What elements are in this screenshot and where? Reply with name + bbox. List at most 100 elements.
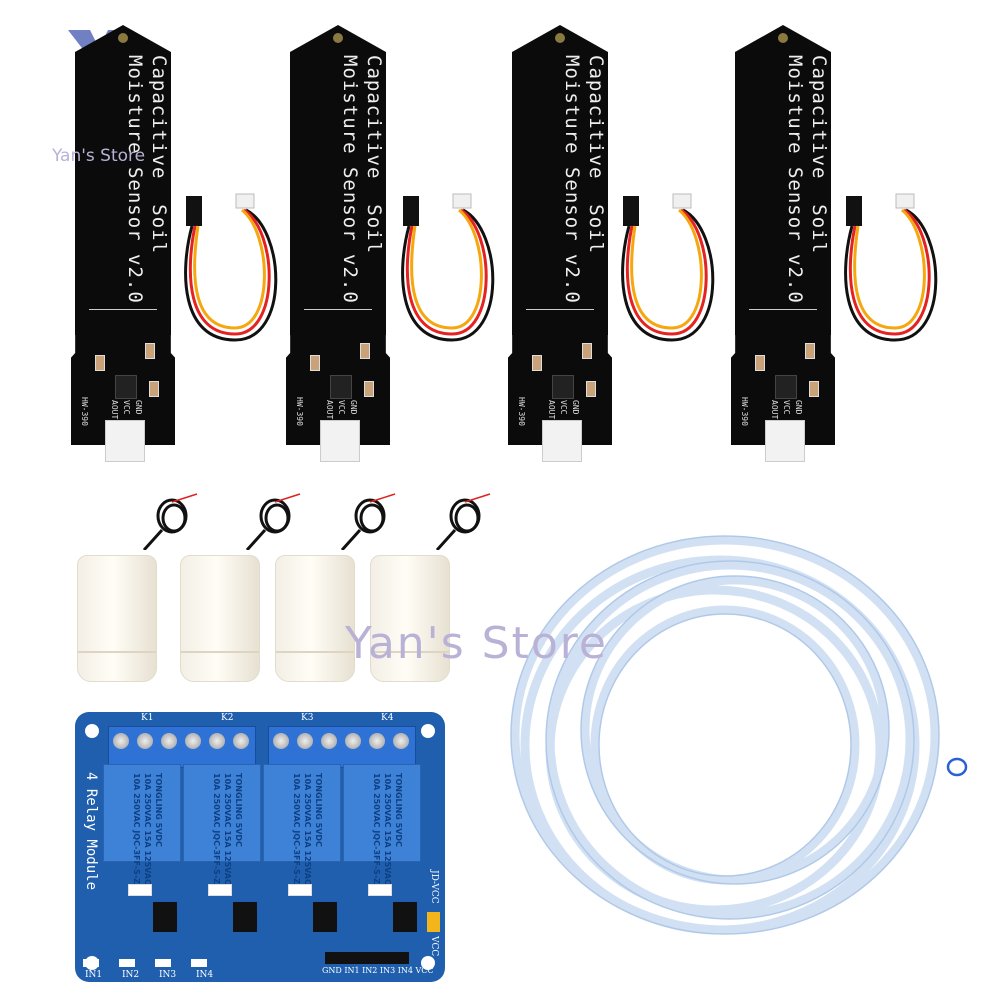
- pump-wire-coil: [142, 493, 198, 550]
- soil-moisture-sensor: Capacitive Soil Moisture Sensor v2.0 AOU…: [731, 25, 835, 462]
- sensor-connector[interactable]: [765, 420, 805, 462]
- pin-label-aout: AOUT: [325, 400, 334, 420]
- divider-line: [526, 309, 594, 310]
- sensor-connector[interactable]: [105, 420, 145, 462]
- board-label: HW-390: [517, 397, 526, 426]
- smd-component: [95, 355, 105, 371]
- mounting-hole: [118, 33, 128, 43]
- pin-label-aout: AOUT: [770, 400, 779, 420]
- soil-moisture-sensor: Capacitive Soil Moisture Sensor v2.0 AOU…: [286, 25, 390, 462]
- soil-moisture-sensor: Capacitive Soil Moisture Sensor v2.0 AOU…: [71, 25, 175, 462]
- pin-label-vcc: VCC: [122, 400, 131, 415]
- input-label: IN3: [159, 970, 177, 980]
- watermark-large: Yan's Store: [345, 618, 608, 669]
- sensor-label: Capacitive Soil Moisture Sensor v2.0: [784, 55, 830, 304]
- screw-terminal[interactable]: [137, 733, 153, 749]
- pin-label-gnd: GND: [134, 400, 143, 415]
- mounting-hole: [333, 33, 343, 43]
- relay-channel-label: K4: [381, 713, 394, 723]
- relay-channel-label: K2: [221, 713, 234, 723]
- input-label: IN2: [122, 970, 140, 980]
- pin-header-labels: GND IN1 IN2 IN3 IN4 VCC: [322, 966, 434, 975]
- jumper-cable: [184, 193, 278, 342]
- smd-component: [145, 343, 155, 359]
- pump-wire-coil: [435, 493, 491, 550]
- mounting-hole: [555, 33, 565, 43]
- pin-label-aout: AOUT: [547, 400, 556, 420]
- board-label: HW-390: [295, 397, 304, 426]
- smd-component: [586, 381, 596, 397]
- pin-label-vcc: VCC: [782, 400, 791, 415]
- divider-line: [304, 309, 372, 310]
- smd-component: [809, 381, 819, 397]
- jumper-label-vcc: VCC: [429, 936, 439, 957]
- sensor-label: Capacitive Soil Moisture Sensor v2.0: [339, 55, 385, 304]
- sensor-connector[interactable]: [542, 420, 582, 462]
- screw-terminal-block: [268, 726, 416, 768]
- led: [368, 884, 392, 896]
- screw-terminal[interactable]: [273, 733, 289, 749]
- pin-header[interactable]: [325, 952, 409, 964]
- water-pump: [77, 555, 157, 682]
- screw-terminal[interactable]: [233, 733, 249, 749]
- smd-component: [582, 343, 592, 359]
- relay-channel-label: K3: [301, 713, 314, 723]
- input-led: [83, 959, 99, 967]
- sensor-ic: [115, 375, 137, 399]
- divider-line: [749, 309, 817, 310]
- screw-terminal[interactable]: [321, 733, 337, 749]
- jumper-cable: [401, 193, 495, 342]
- led: [208, 884, 232, 896]
- sensor-ic: [330, 375, 352, 399]
- optocoupler: [153, 902, 177, 932]
- jumper-cap[interactable]: [427, 912, 440, 932]
- led: [128, 884, 152, 896]
- input-led: [155, 959, 171, 967]
- sensor-body: [735, 80, 831, 335]
- smd-component: [149, 381, 159, 397]
- sensor-ic: [552, 375, 574, 399]
- led: [288, 884, 312, 896]
- sensor-body: [512, 80, 608, 335]
- screw-terminal[interactable]: [393, 733, 409, 749]
- jumper-label-jdvcc: JD-VCC: [429, 870, 439, 904]
- water-pump: [275, 555, 355, 682]
- relay-channel-label: K1: [141, 713, 154, 723]
- smd-component: [360, 343, 370, 359]
- pin-label-vcc: VCC: [559, 400, 568, 415]
- pin-label-aout: AOUT: [110, 400, 119, 420]
- water-pump: [370, 555, 450, 682]
- screw-terminal[interactable]: [209, 733, 225, 749]
- input-label: IN4: [196, 970, 214, 980]
- input-led: [119, 959, 135, 967]
- screw-terminal[interactable]: [297, 733, 313, 749]
- screw-terminal[interactable]: [345, 733, 361, 749]
- smd-component: [805, 343, 815, 359]
- smd-component: [364, 381, 374, 397]
- screw-terminal[interactable]: [185, 733, 201, 749]
- sensor-label: Capacitive Soil Moisture Sensor v2.0: [561, 55, 607, 304]
- input-led: [191, 959, 207, 967]
- pump-wire-coil: [245, 493, 301, 550]
- soil-moisture-sensor: Capacitive Soil Moisture Sensor v2.0 AOU…: [508, 25, 612, 462]
- screw-terminal[interactable]: [369, 733, 385, 749]
- screw-terminal[interactable]: [161, 733, 177, 749]
- optocoupler: [233, 902, 257, 932]
- watermark-small: Yan's Store: [52, 146, 146, 166]
- sensor-connector[interactable]: [320, 420, 360, 462]
- pin-label-gnd: GND: [571, 400, 580, 415]
- smd-component: [310, 355, 320, 371]
- smd-component: [532, 355, 542, 371]
- screw-terminal[interactable]: [113, 733, 129, 749]
- pin-label-gnd: GND: [349, 400, 358, 415]
- board-label: HW-390: [740, 397, 749, 426]
- sensor-label: Capacitive Soil Moisture Sensor v2.0: [124, 55, 170, 304]
